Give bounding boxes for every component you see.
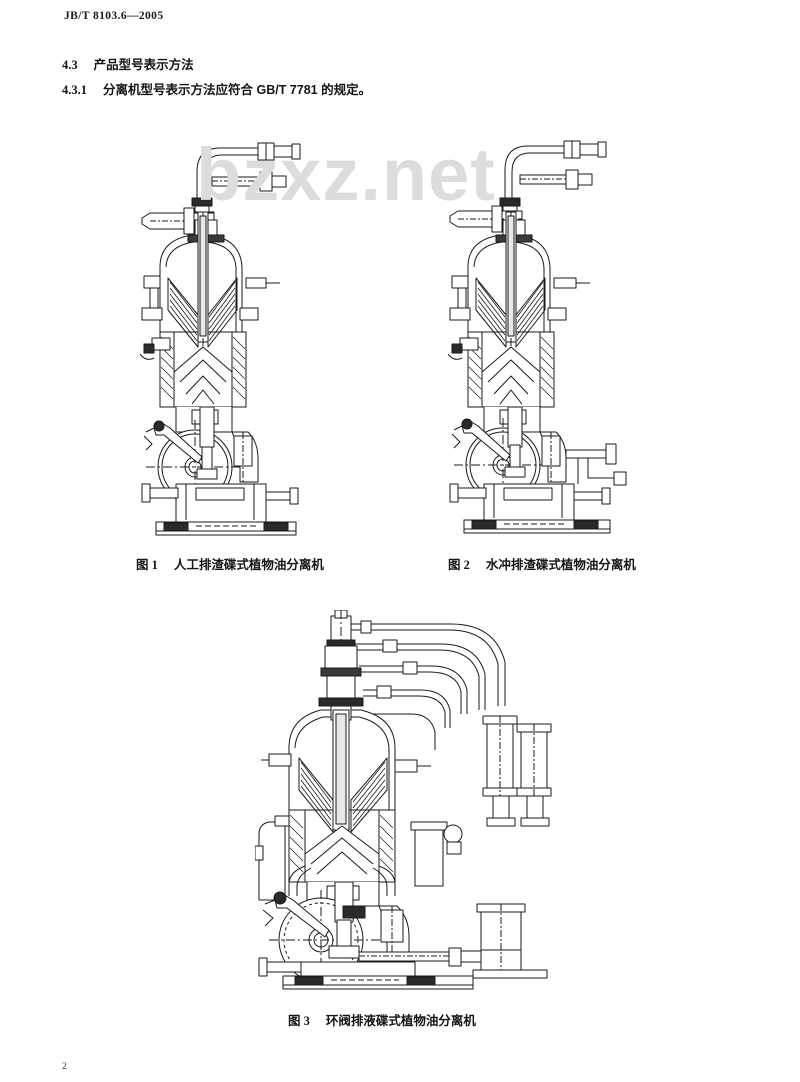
page-number: 2	[62, 1062, 67, 1072]
figure-2-caption-text: 水冲排渣碟式植物油分离机	[485, 558, 636, 572]
figure-2-drawing	[448, 132, 648, 542]
figure-1-caption: 图 1 人工排渣碟式植物油分离机	[136, 554, 324, 573]
clause-4-3: 4.3 产品型号表示方法	[62, 54, 194, 73]
clause-4-3-1-number: 4.3.1	[62, 83, 87, 97]
clause-4-3-1-text: 分离机型号表示方法应符合 GB/T 7781 的规定。	[103, 83, 372, 97]
figure-2-caption: 图 2 水冲排渣碟式植物油分离机	[448, 554, 636, 573]
figure-3-caption: 图 3 环阀排液碟式植物油分离机	[288, 1010, 476, 1029]
figure-3-label: 图 3	[288, 1014, 310, 1028]
clause-4-3-1: 4.3.1 分离机型号表示方法应符合 GB/T 7781 的规定。	[62, 79, 371, 98]
figure-1-label: 图 1	[136, 558, 158, 572]
figure-2-label: 图 2	[448, 558, 470, 572]
standard-number-header: JB/T 8103.6—2005	[64, 10, 164, 22]
figure-1-caption-text: 人工排渣碟式植物油分离机	[173, 558, 324, 572]
figure-3-caption-text: 环阀排液碟式植物油分离机	[325, 1014, 476, 1028]
clause-4-3-title: 产品型号表示方法	[93, 58, 194, 72]
figure-3-drawing	[255, 610, 555, 995]
clause-4-3-number: 4.3	[62, 58, 78, 72]
figure-1-drawing	[140, 132, 340, 542]
